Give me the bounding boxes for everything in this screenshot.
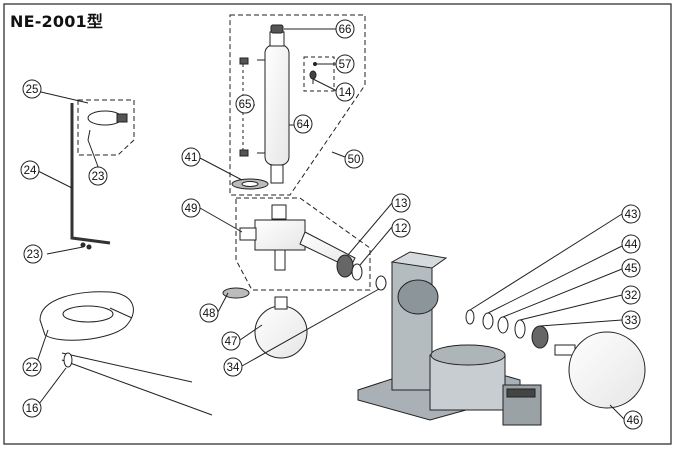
callout-12: 12: [391, 218, 411, 238]
svg-text:64: 64: [297, 119, 310, 131]
svg-text:16: 16: [26, 403, 39, 415]
ring-45: [497, 316, 509, 334]
part-14: [309, 70, 317, 80]
svg-text:12: 12: [395, 223, 408, 235]
svg-text:32: 32: [625, 290, 638, 302]
page-title: NE-2001型: [10, 12, 104, 31]
callout-33: 33: [621, 310, 641, 330]
nut-13: [336, 254, 354, 278]
callout-24: 24: [20, 160, 40, 180]
svg-text:65: 65: [239, 99, 252, 111]
callout-64: 64: [293, 114, 313, 134]
svg-text:33: 33: [625, 315, 638, 327]
tube-16: [61, 359, 213, 416]
callout-41: 41: [181, 147, 201, 167]
callout-46: 46: [623, 410, 643, 430]
callout-48: 48: [199, 303, 219, 323]
callout-25: 25: [22, 79, 42, 99]
svg-text:47: 47: [225, 336, 238, 348]
callout-65: 65: [235, 94, 255, 114]
callouts: 66 57 14 65 64 50 41 13 12 49 43 44 45 3…: [20, 19, 643, 430]
cap-66: [270, 24, 284, 34]
group-25-outline: [77, 99, 135, 156]
svg-text:45: 45: [625, 263, 638, 275]
svg-text:34: 34: [227, 362, 240, 374]
callout-66: 66: [335, 19, 355, 39]
drawing: [35, 14, 646, 426]
callout-14: 14: [335, 82, 355, 102]
callout-45: 45: [621, 258, 641, 278]
group-50-outline: [229, 14, 366, 196]
washer-34: [375, 275, 387, 291]
svg-text:14: 14: [339, 87, 352, 99]
callout-44: 44: [621, 234, 641, 254]
rod-24: [70, 103, 111, 245]
svg-text:22: 22: [26, 362, 39, 374]
svg-text:48: 48: [203, 308, 216, 320]
screws-23: [80, 242, 92, 250]
nut-33: [531, 325, 549, 349]
flask-47: [254, 296, 308, 359]
svg-text:23: 23: [27, 249, 40, 261]
svg-text:44: 44: [625, 239, 638, 251]
seal-12: [351, 263, 363, 281]
callout-23b: 23: [23, 244, 43, 264]
callout-57: 57: [335, 54, 355, 74]
svg-text:49: 49: [185, 203, 198, 215]
svg-text:50: 50: [348, 154, 361, 166]
ring-32: [514, 319, 526, 339]
svg-text:66: 66: [339, 24, 352, 36]
svg-text:57: 57: [339, 59, 352, 71]
clip-41: [231, 178, 269, 190]
group-57-14-outline: [303, 56, 335, 92]
clip-48: [222, 287, 250, 299]
callout-47: 47: [221, 331, 241, 351]
leader-lines: [35, 28, 626, 421]
ring-43: [465, 309, 475, 325]
svg-text:46: 46: [627, 415, 640, 427]
condenser-64: [257, 31, 290, 184]
callout-43: 43: [621, 204, 641, 224]
callout-34: 34: [223, 357, 243, 377]
evaporator-unit: [357, 251, 542, 426]
callout-32: 32: [621, 285, 641, 305]
callout-50: 50: [344, 149, 364, 169]
callout-16: 16: [22, 398, 42, 418]
svg-text:43: 43: [625, 209, 638, 221]
svg-text:25: 25: [26, 84, 39, 96]
svg-text:41: 41: [185, 152, 198, 164]
flask-46: [554, 331, 646, 409]
svg-text:23: 23: [92, 171, 105, 183]
callout-23a: 23: [88, 166, 108, 186]
group-49-outline: [235, 197, 371, 291]
diagram-border: [3, 3, 672, 445]
svg-text:13: 13: [395, 198, 408, 210]
callout-22: 22: [22, 357, 42, 377]
motor-drive: [397, 279, 439, 315]
callout-13: 13: [391, 193, 411, 213]
screw-23: [87, 129, 91, 141]
ring-44: [482, 312, 494, 330]
callout-49: 49: [181, 198, 201, 218]
svg-text:24: 24: [24, 165, 37, 177]
